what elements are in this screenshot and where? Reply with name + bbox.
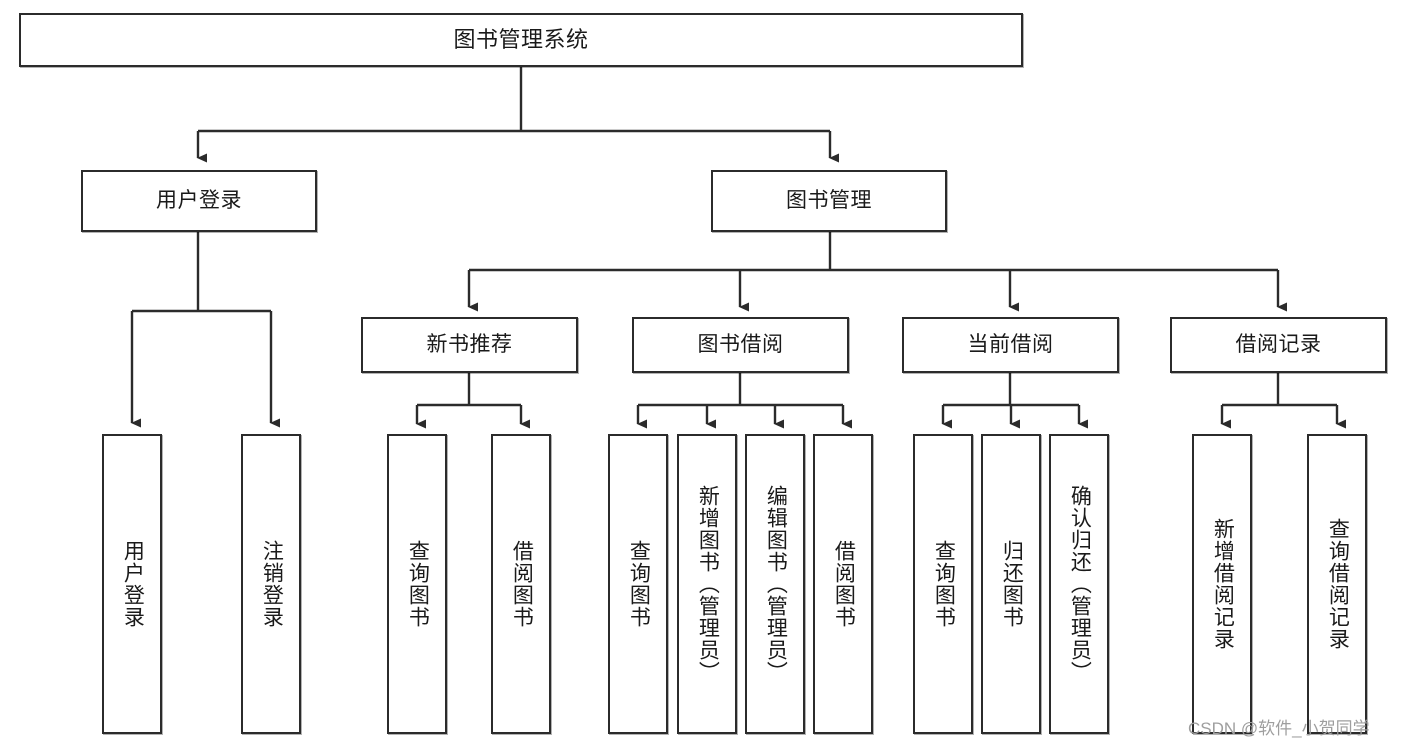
node-leaf-add-book[interactable]: 新增图书（管理员） xyxy=(677,434,737,734)
node-label: 查询图书 xyxy=(932,540,956,628)
node-label: 注销登录 xyxy=(260,540,284,628)
node-leaf-add-borrow-record[interactable]: 新增借阅记录 xyxy=(1192,434,1252,734)
node-label: 借阅图书 xyxy=(832,540,856,628)
node-label: 借阅图书 xyxy=(510,540,534,628)
node-label: 用户登录 xyxy=(156,188,242,212)
node-leaf-user-logout[interactable]: 注销登录 xyxy=(241,434,301,734)
node-leaf-edit-book[interactable]: 编辑图书（管理员） xyxy=(745,434,805,734)
node-label: 图书管理系统 xyxy=(453,27,589,53)
node-book-borrow[interactable]: 图书借阅 xyxy=(632,317,849,373)
node-label: 查询图书 xyxy=(406,540,430,628)
node-leaf-user-login[interactable]: 用户登录 xyxy=(102,434,162,734)
node-label: 借阅记录 xyxy=(1235,332,1322,356)
node-leaf-borrow-book[interactable]: 借阅图书 xyxy=(813,434,873,734)
node-label: 用户登录 xyxy=(121,540,145,628)
node-leaf-borrow-book-recommend[interactable]: 借阅图书 xyxy=(491,434,551,734)
node-leaf-return-book[interactable]: 归还图书 xyxy=(981,434,1041,734)
node-label: 新书推荐 xyxy=(426,332,513,356)
node-label: 查询图书 xyxy=(627,540,651,628)
node-user-login[interactable]: 用户登录 xyxy=(81,170,317,232)
node-label: 归还图书 xyxy=(1000,540,1024,628)
node-new-book-recommend[interactable]: 新书推荐 xyxy=(361,317,578,373)
node-label: 图书借阅 xyxy=(697,332,784,356)
node-label: 图书管理 xyxy=(786,188,872,212)
node-book-management-system[interactable]: 图书管理系统 xyxy=(19,13,1023,67)
node-label: 确认归还（管理员） xyxy=(1068,485,1092,683)
node-leaf-query-book-borrow[interactable]: 查询图书 xyxy=(608,434,668,734)
node-label: 新增图书（管理员） xyxy=(696,485,720,683)
node-leaf-query-book-current[interactable]: 查询图书 xyxy=(913,434,973,734)
node-leaf-query-borrow-record[interactable]: 查询借阅记录 xyxy=(1307,434,1367,734)
node-label: 当前借阅 xyxy=(967,332,1054,356)
node-leaf-query-book-recommend[interactable]: 查询图书 xyxy=(387,434,447,734)
node-label: 新增借阅记录 xyxy=(1211,518,1235,650)
node-label: 编辑图书（管理员） xyxy=(764,485,788,683)
node-borrow-record[interactable]: 借阅记录 xyxy=(1170,317,1387,373)
node-leaf-confirm-return[interactable]: 确认归还（管理员） xyxy=(1049,434,1109,734)
csdn-watermark: CSDN @软件_小贺同学 xyxy=(1188,719,1370,738)
node-current-borrow[interactable]: 当前借阅 xyxy=(902,317,1119,373)
node-label: 查询借阅记录 xyxy=(1326,518,1350,650)
node-book-management[interactable]: 图书管理 xyxy=(711,170,947,232)
